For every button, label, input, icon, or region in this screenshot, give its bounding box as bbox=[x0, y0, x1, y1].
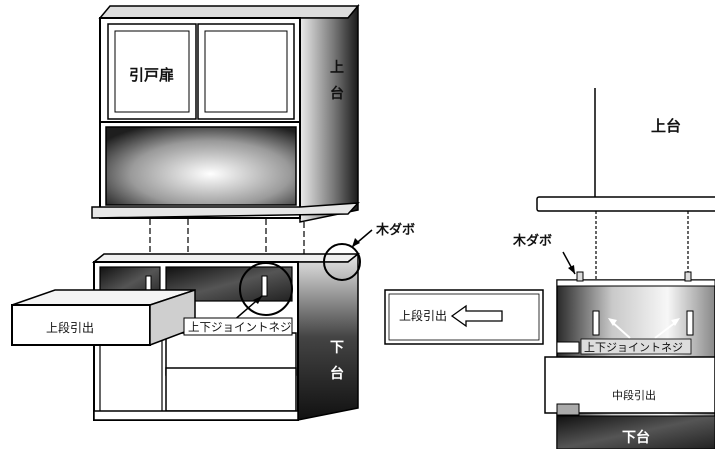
middle-drawer-label: 中段引出 bbox=[612, 388, 656, 402]
right-cross-section: 上台 木ダボ 上下ジョイントネジ 中段引出 下台 bbox=[512, 88, 715, 450]
open-compartment bbox=[105, 126, 297, 206]
upper-unit: 引戸扉 上 台 bbox=[91, 3, 360, 223]
joint-screw-label-left: 上下ジョイントネジ bbox=[188, 320, 292, 334]
upper-drawer-pulled: 上段引出 bbox=[11, 288, 196, 347]
wood-dowel-label-left: 木ダボ bbox=[375, 222, 415, 238]
upper-drawer-label: 上段引出 bbox=[46, 320, 94, 335]
lower-unit-label-right: 下台 bbox=[622, 429, 650, 446]
drawer-removal-box: 上段引出 bbox=[384, 289, 544, 345]
lower-unit-label-2: 台 bbox=[330, 365, 344, 382]
alignment-lines bbox=[149, 219, 305, 262]
joint-screw-callout-left: 上下ジョイントネジ bbox=[183, 262, 293, 336]
wood-dowel-callout-left: 木ダボ bbox=[323, 222, 415, 281]
left-arrow-icon bbox=[450, 304, 503, 328]
upper-unit-label-2: 台 bbox=[330, 85, 344, 102]
lower-unit: 下 台 bbox=[91, 252, 361, 421]
arrow-box-label: 上段引出 bbox=[399, 308, 447, 323]
upper-unit-label-1: 上 bbox=[330, 60, 344, 76]
sliding-door-label: 引戸扉 bbox=[129, 66, 174, 84]
wood-dowel-label-right: 木ダボ bbox=[512, 233, 552, 249]
joint-screw-label-right: 上下ジョイントネジ bbox=[584, 341, 683, 354]
upper-unit-label-right: 上台 bbox=[651, 117, 681, 135]
lower-unit-label-1: 下 bbox=[330, 340, 344, 356]
